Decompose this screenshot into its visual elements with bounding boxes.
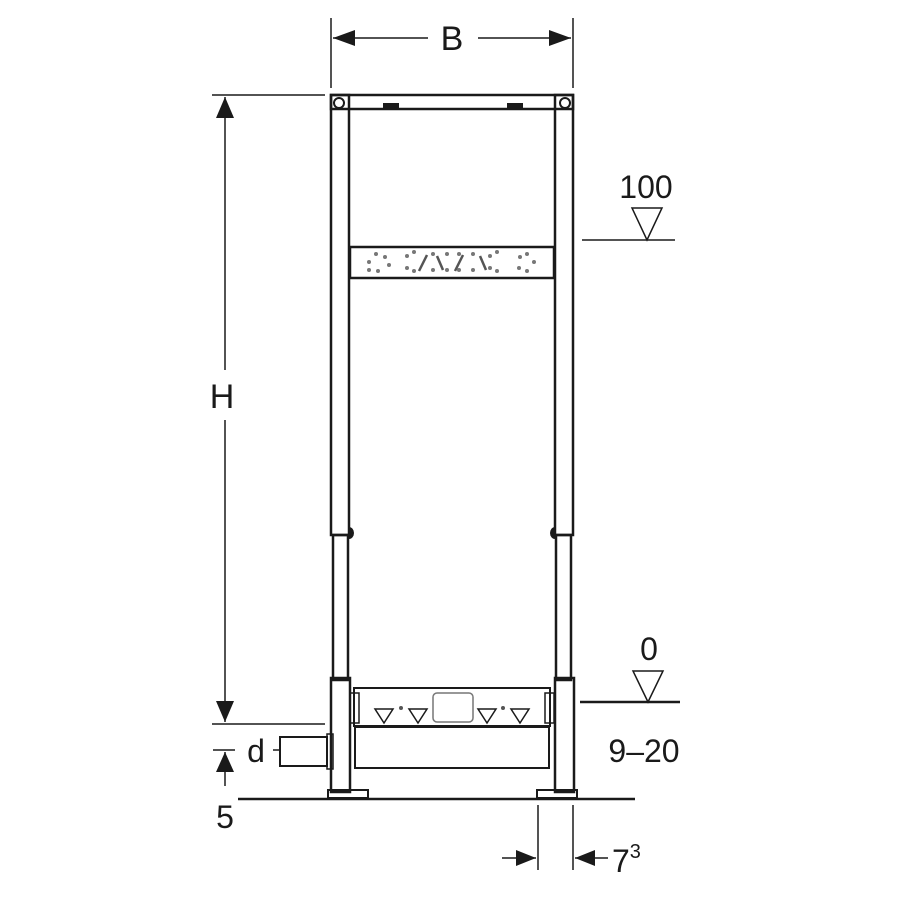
arrow-left-small-icon <box>575 850 595 866</box>
frame <box>279 93 578 799</box>
left-upright-lower <box>331 533 350 682</box>
left-upright-upper <box>329 93 351 537</box>
height-dimension <box>212 94 325 725</box>
height-label: H <box>210 378 235 416</box>
left-foot-plate <box>327 789 369 799</box>
arrow-down-icon <box>216 701 234 722</box>
foot-offset-label: 73 <box>612 841 641 879</box>
right-foot-column <box>553 676 576 794</box>
arrow-left-icon <box>333 30 355 46</box>
plate-window <box>432 692 474 723</box>
triangle-mark-icon <box>476 708 498 725</box>
foot-offset-dimension <box>502 805 608 870</box>
pipe-dimension <box>213 749 279 786</box>
lower-channel <box>354 726 550 769</box>
arrow-right-small-icon <box>516 850 536 866</box>
crossbar-holes <box>367 250 536 273</box>
top-rail <box>329 93 575 111</box>
triangle-mark-icon <box>509 708 531 725</box>
level-0-label: 0 <box>640 631 658 667</box>
crossbar-slots <box>417 254 488 272</box>
left-foot-column <box>329 676 352 794</box>
floor-range-label: 9–20 <box>608 733 679 769</box>
triangle-mark-icon <box>373 708 395 725</box>
mounting-crossbar <box>348 245 556 280</box>
arrow-up-icon <box>216 97 234 118</box>
right-foot-plate <box>536 789 578 799</box>
right-upright-lower <box>554 533 573 682</box>
right-upright-upper <box>553 93 575 537</box>
level-100-label: 100 <box>619 169 672 205</box>
bolt-icon <box>333 97 345 109</box>
level-0-triangle-icon <box>631 670 665 704</box>
arrow-up-small-icon <box>216 752 234 772</box>
width-dimension <box>330 18 574 88</box>
pipe-connector <box>279 736 328 767</box>
arrow-right-icon <box>549 30 571 46</box>
width-label: B <box>441 20 464 58</box>
triangle-mark-icon <box>407 708 429 725</box>
level-100-triangle-icon <box>630 207 664 242</box>
pipe-label: d <box>247 733 265 769</box>
bolt-icon <box>559 97 571 109</box>
floor-offset-label: 5 <box>216 799 234 835</box>
